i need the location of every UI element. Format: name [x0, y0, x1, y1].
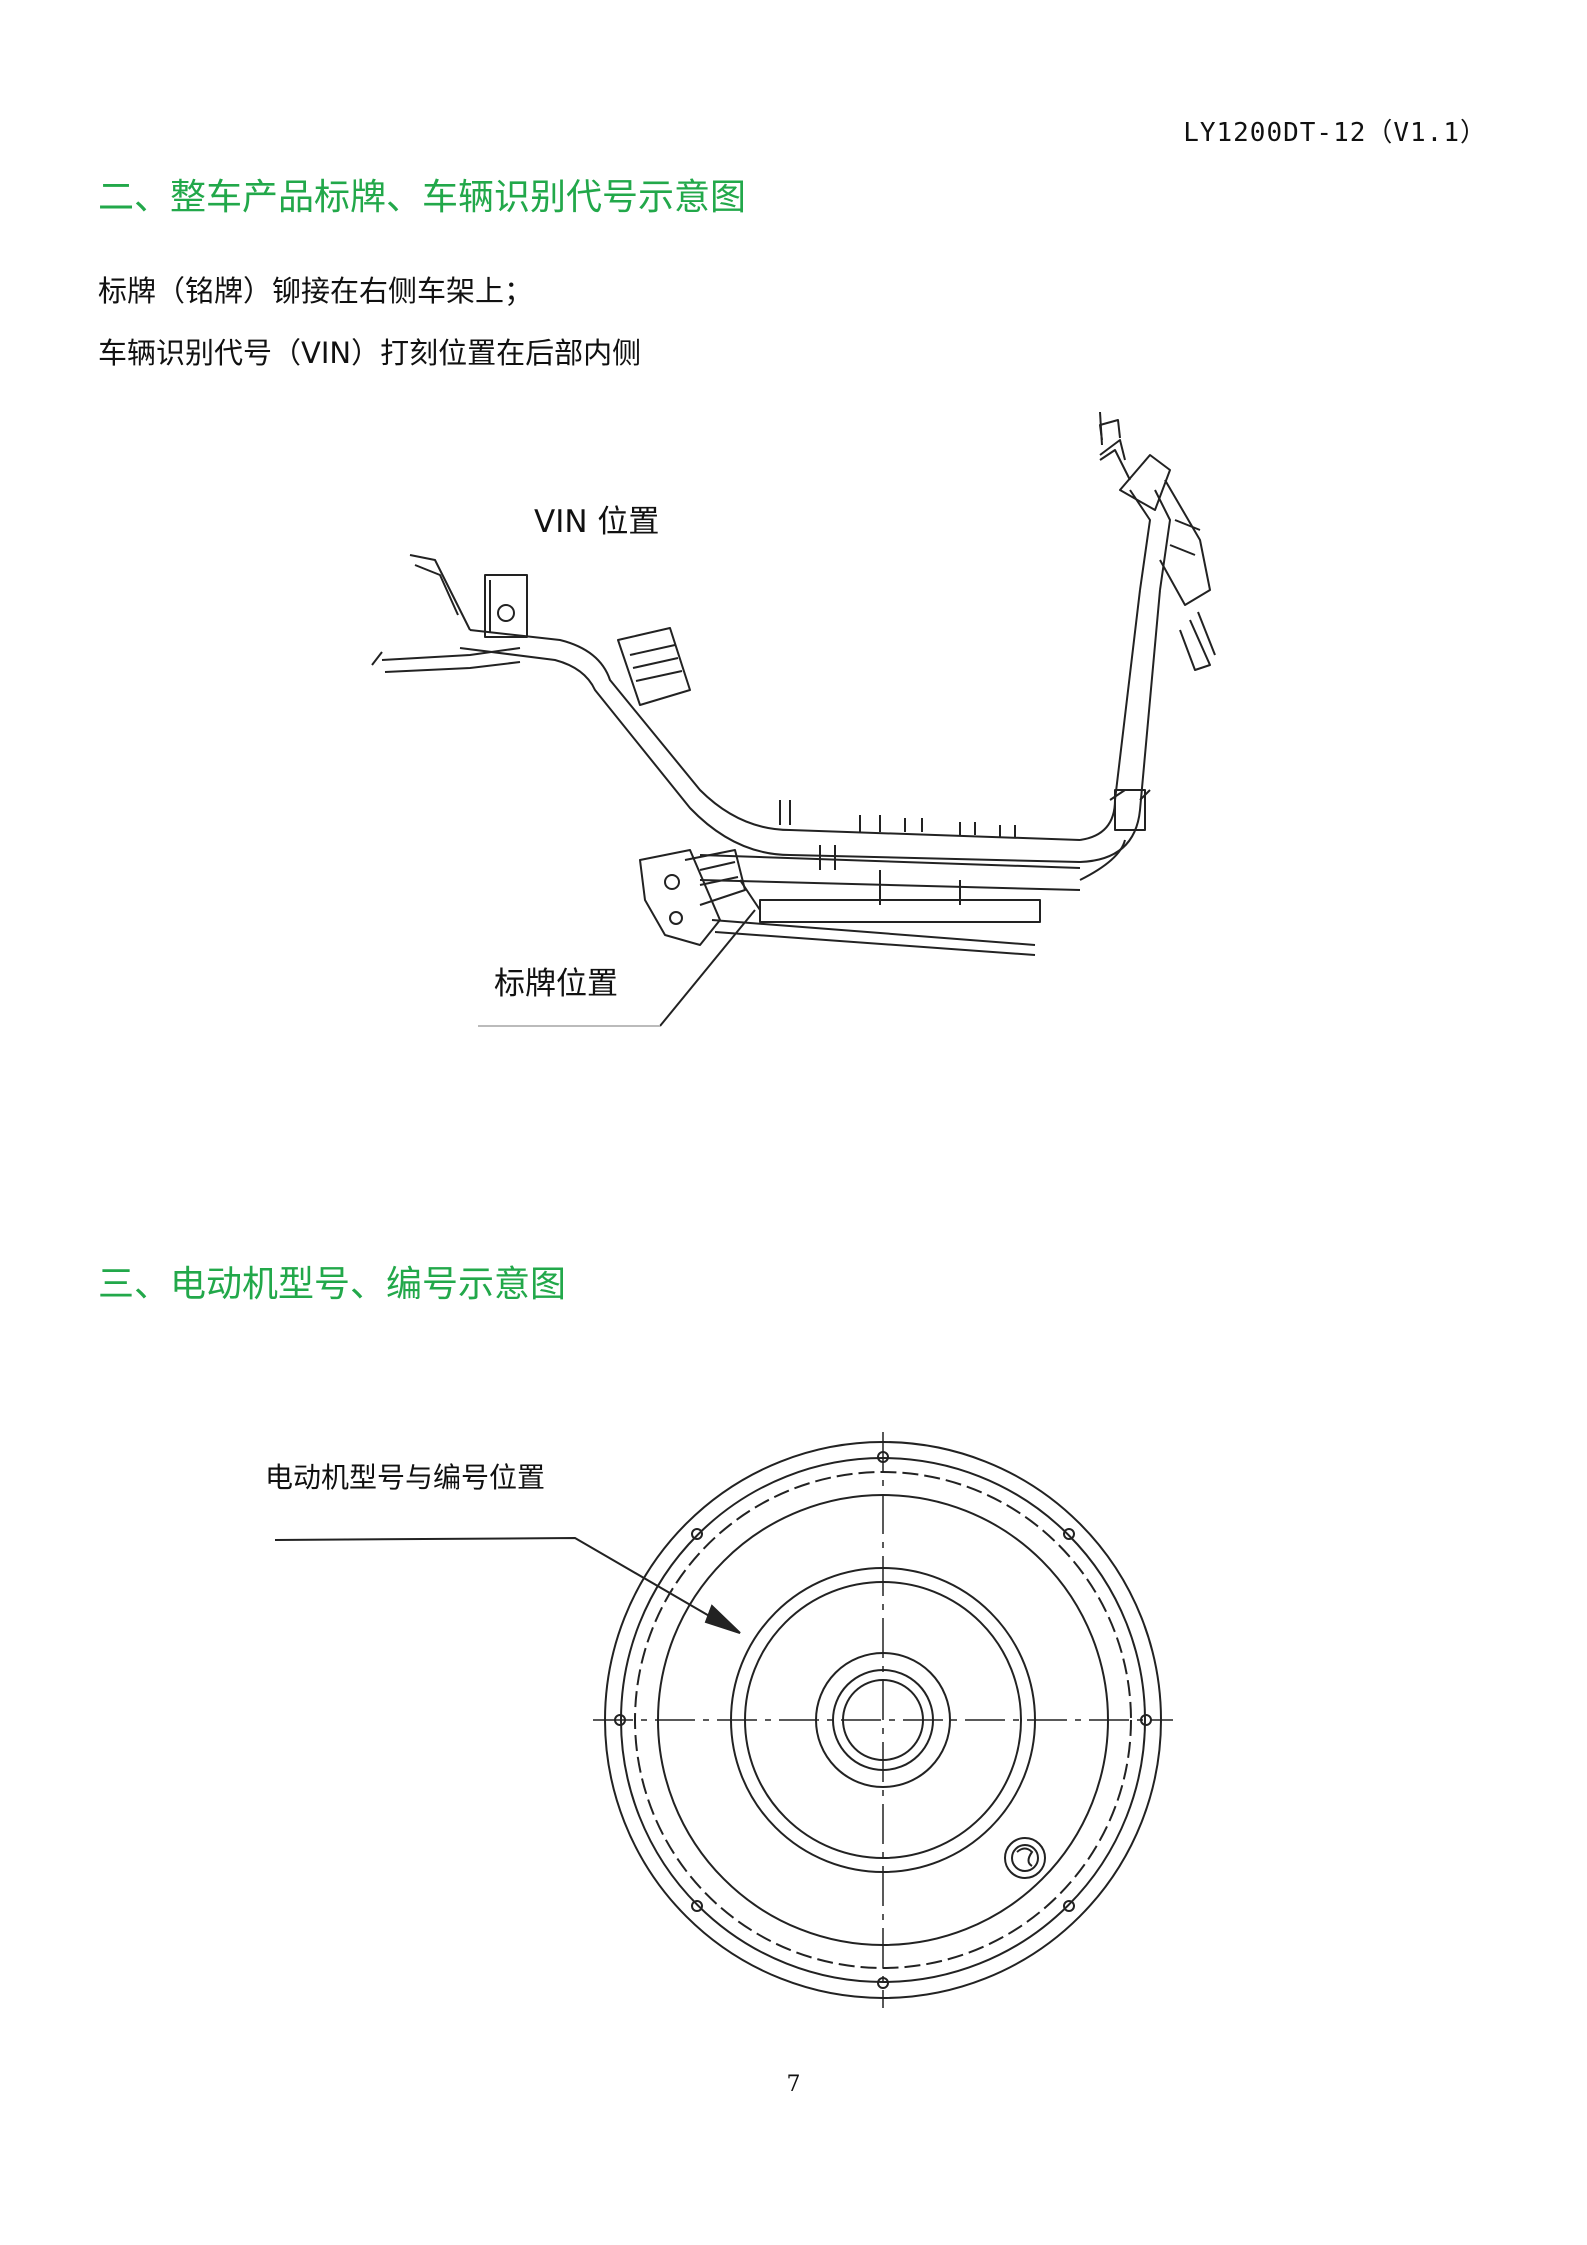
nameplate-position-label: 标牌位置 [494, 966, 618, 1002]
nameplate-paragraph: 标牌（铭牌）铆接在右侧车架上； [98, 274, 534, 308]
vin-position-label: VIN 位置 [534, 504, 660, 540]
page-number: 7 [786, 2072, 801, 2097]
section-title-motor: 三、电动机型号、编号示意图 [98, 1264, 567, 1305]
section-title-nameplate-vin: 二、整车产品标牌、车辆识别代号示意图 [98, 177, 747, 218]
document-code: LY1200DT-12（V1.1） [1183, 118, 1487, 148]
motor-code-position-label: 电动机型号与编号位置 [265, 1461, 546, 1494]
vin-paragraph: 车辆识别代号（VIN）打刻位置在后部内侧 [98, 336, 642, 370]
